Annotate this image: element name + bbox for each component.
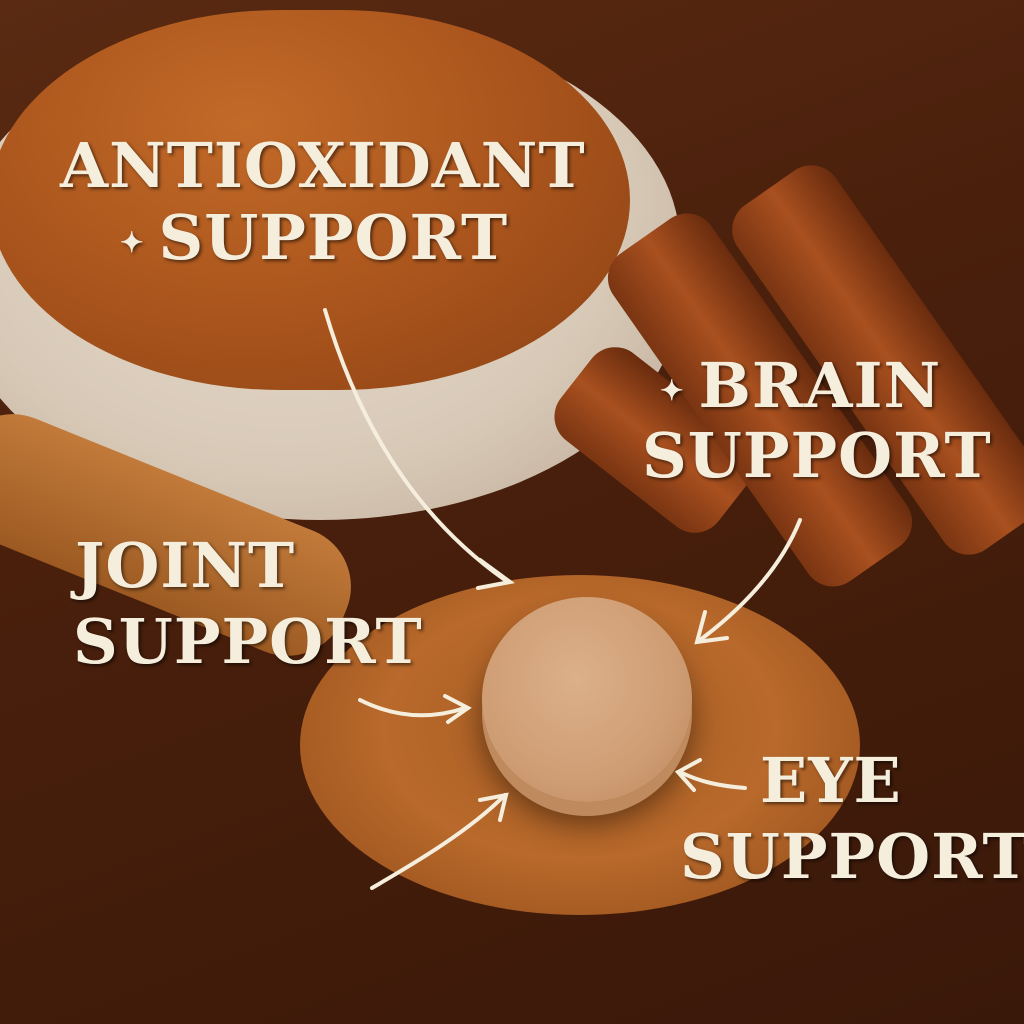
arrow-antioxidant (323, 308, 507, 582)
arrow-brain (698, 518, 802, 642)
sparkle-icon: ✦ (660, 374, 685, 407)
brain-support-label: ✦BRAIN SUPPORT (642, 355, 992, 487)
antioxidant-support-label: ANTIOXIDANT ✦SUPPORT (60, 135, 586, 269)
joint-line1: JOINT (75, 529, 296, 602)
arrow-joint (358, 698, 467, 718)
cinnamon-powder (0, 10, 630, 390)
cinnamon-tablet (482, 597, 692, 802)
arrow-eye (678, 770, 747, 790)
eye-line1: EYE (760, 744, 902, 817)
eye-support-label: EYE SUPPORT (680, 750, 1024, 888)
joint-line2: SUPPORT (73, 605, 423, 678)
eye-line2: SUPPORT (680, 820, 1024, 893)
sparkle-icon: ✦ (120, 226, 145, 259)
brain-line1: BRAIN (698, 349, 942, 422)
antioxidant-line2: SUPPORT (158, 201, 509, 274)
brain-line2: SUPPORT (642, 419, 992, 492)
joint-support-label: JOINT SUPPORT (73, 535, 423, 678)
antioxidant-line1: ANTIOXIDANT (60, 129, 586, 202)
arrow-bottom (370, 793, 507, 890)
